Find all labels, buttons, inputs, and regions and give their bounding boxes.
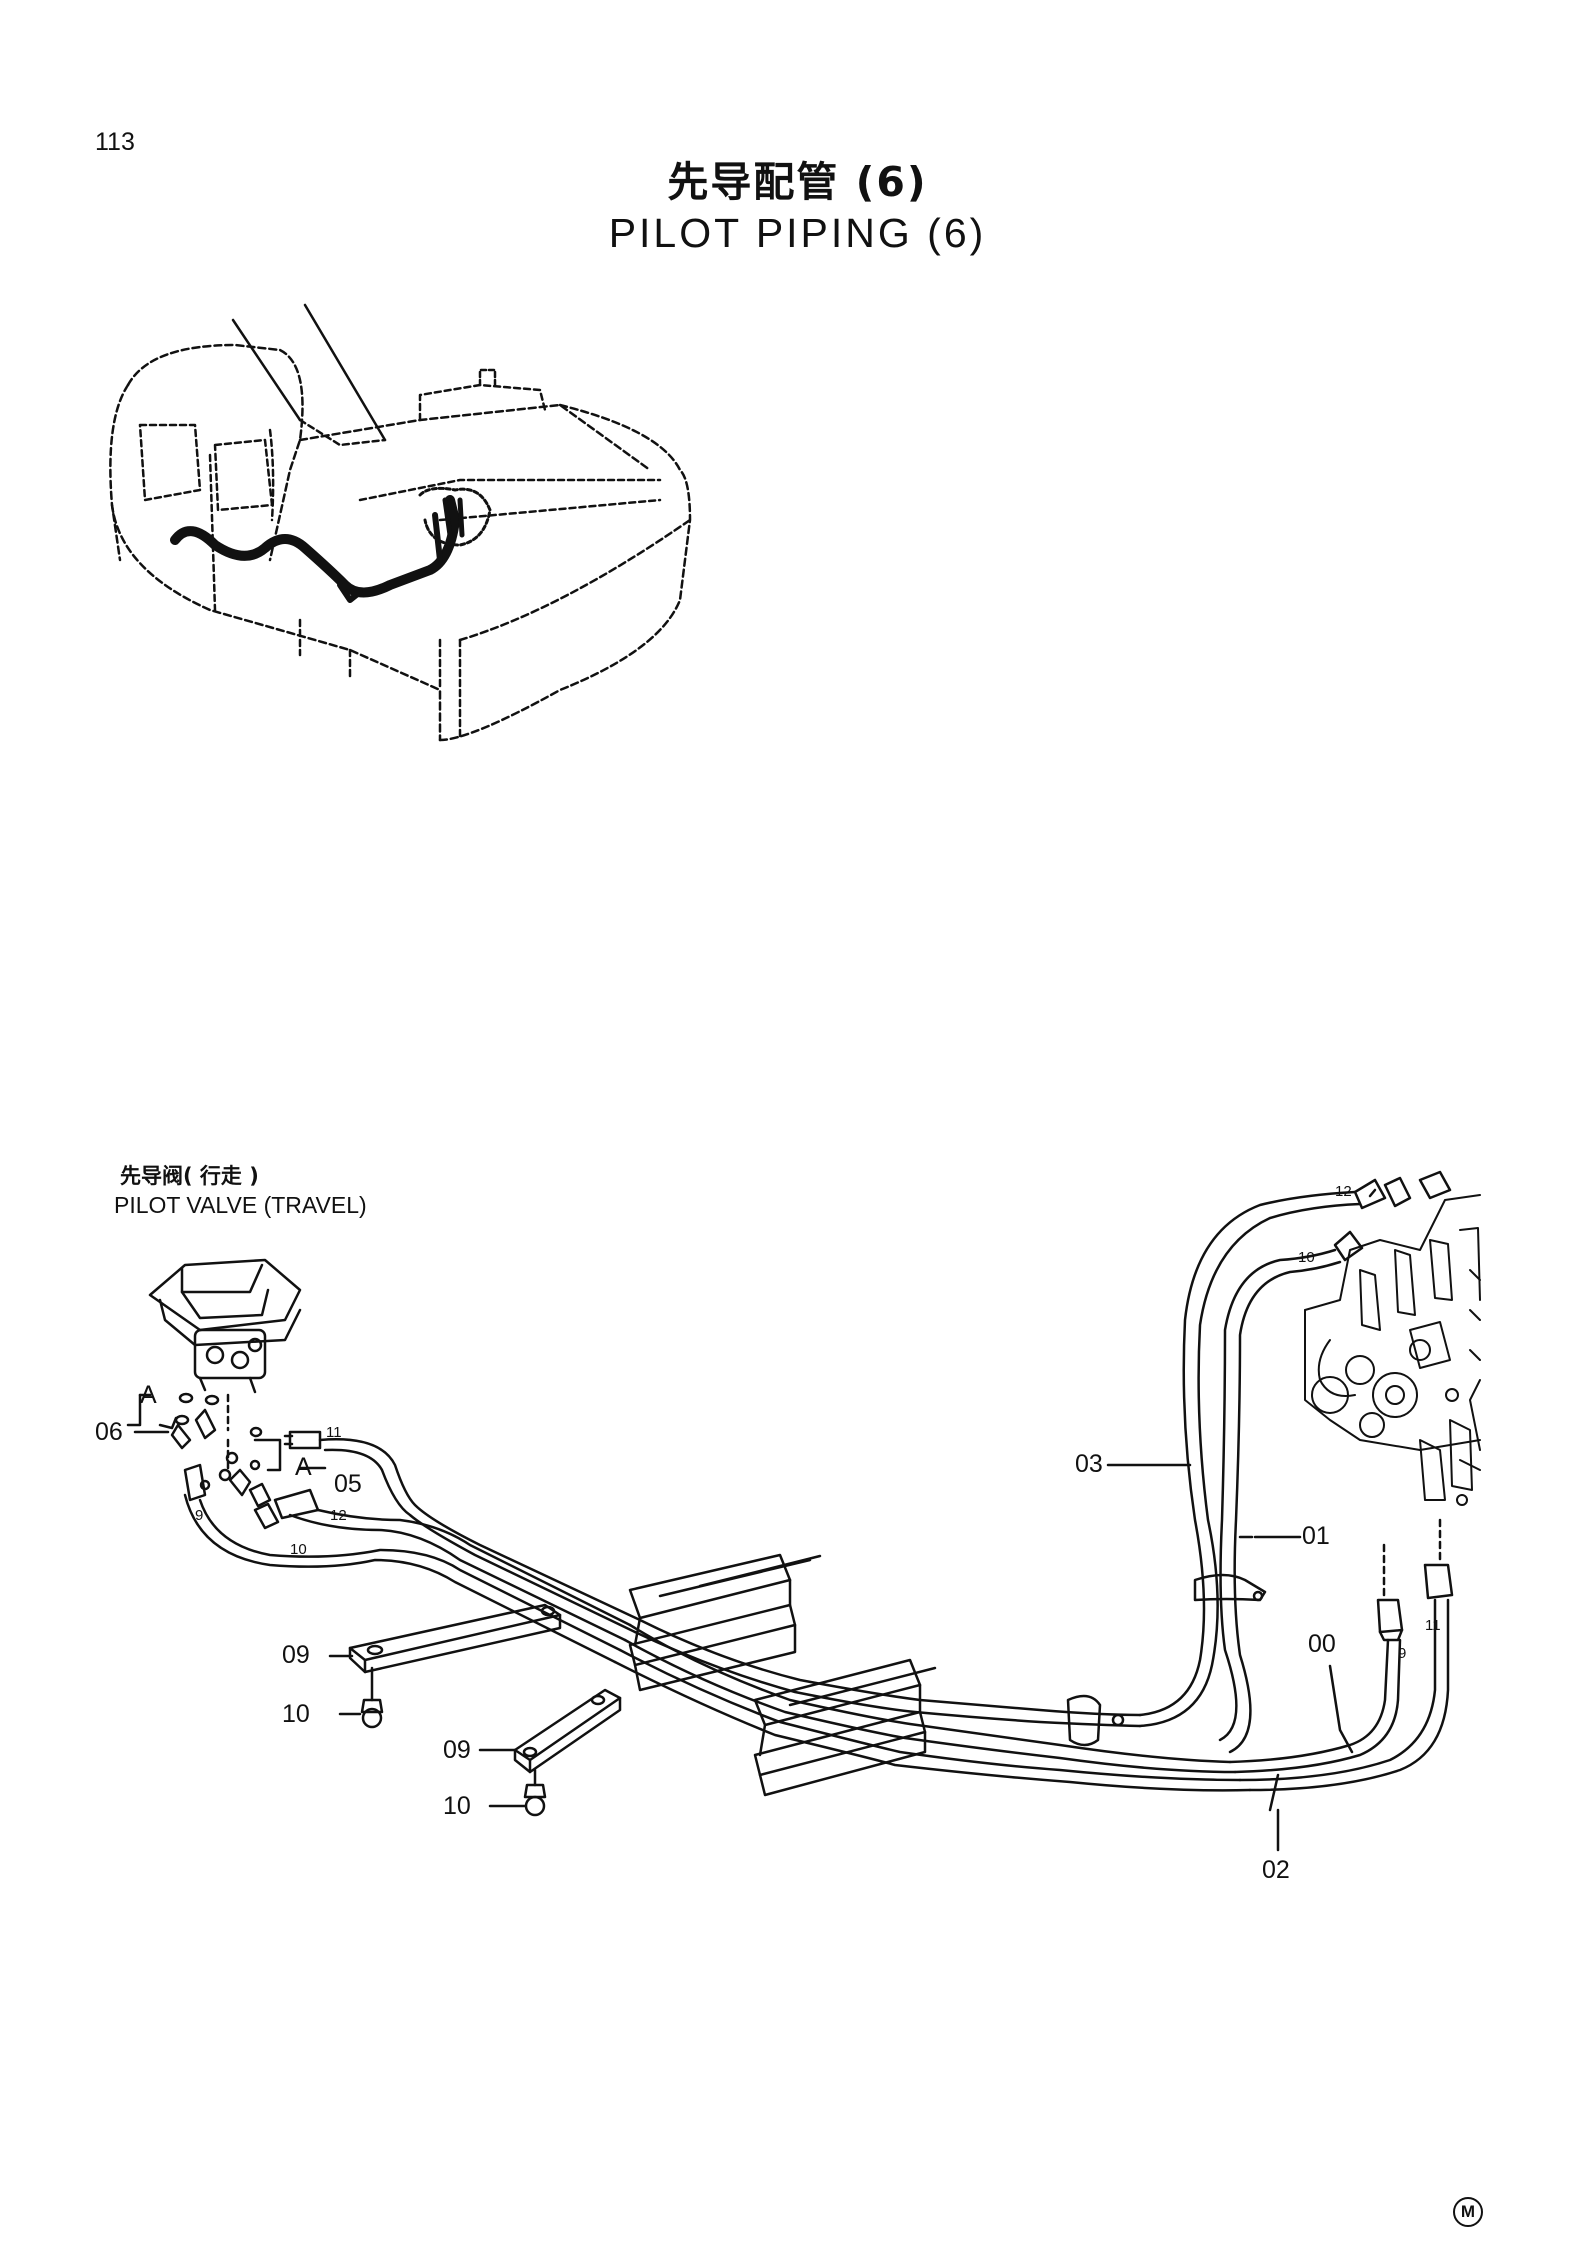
clamp-channel-lower [753, 1658, 937, 1797]
page-number: 113 [95, 128, 135, 156]
page-title-english: PILOT PIPING (6) [608, 210, 987, 256]
port-label-9-left: 9 [195, 1507, 204, 1524]
callout-part-06: 06 [95, 1418, 123, 1446]
callout-part-01: 01 [1302, 1522, 1330, 1550]
pilot-valve-label-chinese: 先导阀( 行走 ) [120, 1164, 259, 1188]
callout-A-lower: A [295, 1453, 312, 1481]
pilot-valve-travel-body [148, 1258, 302, 1394]
port-label-10-right: 10 [1298, 1249, 1315, 1266]
callout-part-05: 05 [334, 1470, 362, 1498]
port-label-12-right: 12 [1335, 1183, 1352, 1200]
pilot-valve-label-english: PILOT VALVE (TRAVEL) [114, 1192, 367, 1218]
clamp-channel-upper [628, 1553, 822, 1692]
control-valve-block [1304, 1194, 1481, 1506]
callout-part-09-upper: 09 [282, 1641, 310, 1669]
port-label-10-left: 10 [290, 1541, 307, 1558]
bracket-A-upper [126, 1393, 142, 1427]
callout-part-10-lower: 10 [443, 1792, 471, 1820]
port-label-9-right: 9 [1398, 1645, 1407, 1662]
bracket-09-lower [513, 1688, 622, 1817]
callout-A-upper: A [140, 1381, 157, 1409]
port-label-11-left: 11 [326, 1424, 342, 1441]
port-label-12-left: 12 [330, 1507, 347, 1524]
callout-part-10-upper: 10 [282, 1700, 310, 1728]
page-title-chinese: 先导配管 (6) [667, 158, 928, 206]
hose-clamp-02 [1066, 1694, 1102, 1747]
revision-mark: M [1453, 2197, 1483, 2227]
callout-part-00: 00 [1308, 1630, 1336, 1658]
bracket-A-lower [253, 1438, 282, 1472]
callout-part-09-lower: 09 [443, 1736, 471, 1764]
callout-part-02: 02 [1262, 1856, 1290, 1884]
bracket-09-upper [348, 1603, 562, 1729]
excavator-overview-illustration [109, 303, 692, 742]
port-label-11-right: 11 [1425, 1617, 1441, 1634]
callout-part-03: 03 [1075, 1450, 1103, 1478]
